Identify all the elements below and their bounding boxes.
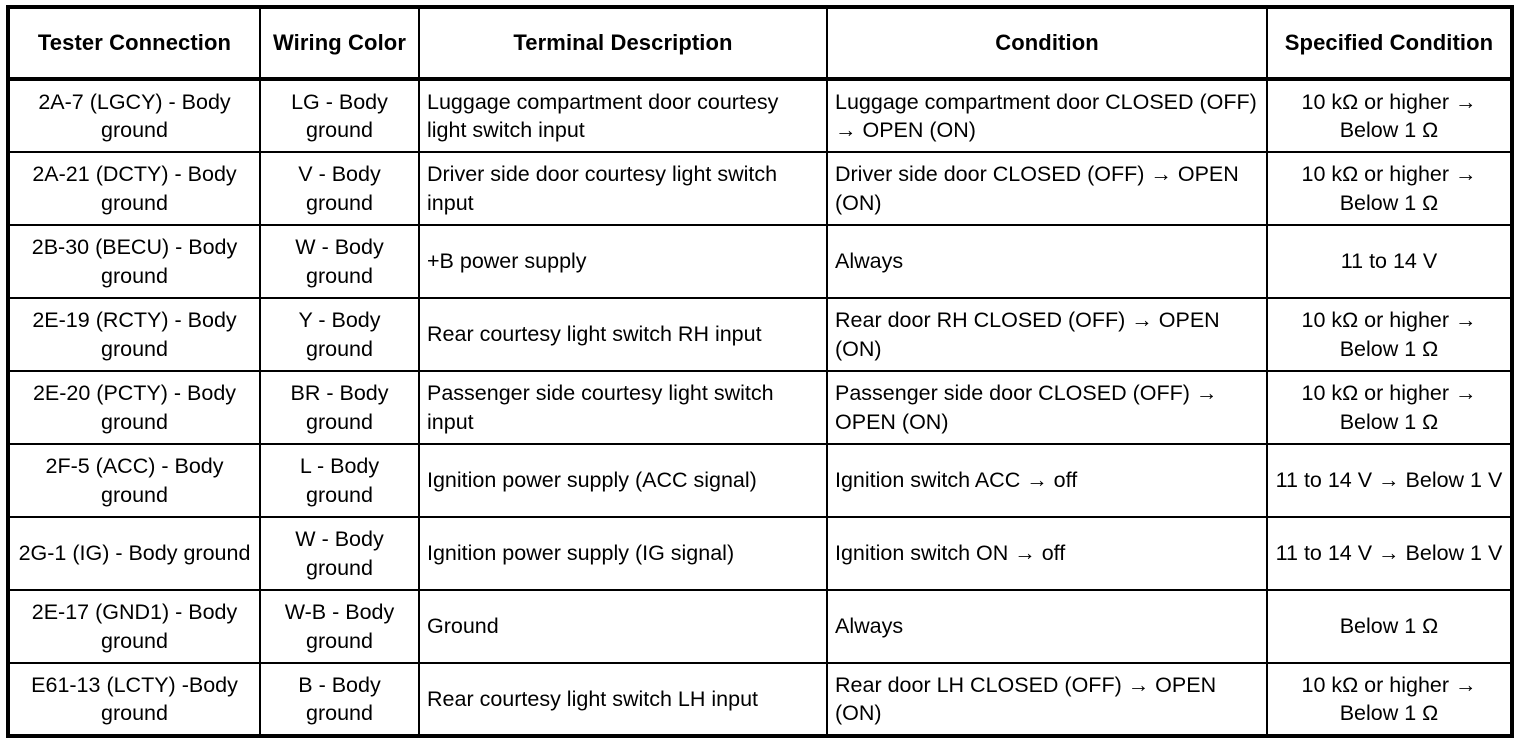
cell-condition: Ignition switch ON → off [826, 516, 1268, 591]
cell-terminal-description: Luggage compartment door courtesy light … [418, 78, 828, 153]
cell-condition: Always [826, 589, 1268, 664]
column-header-specified-condition: Specified Condition [1266, 6, 1513, 81]
cell-condition: Ignition switch ACC → off [826, 443, 1268, 518]
cell-condition: Driver side door CLOSED (OFF) → OPEN (ON… [826, 151, 1268, 226]
table-body: 2A-7 (LGCY) - Body ground LG - Body grou… [7, 78, 1513, 737]
cell-condition: Luggage compartment door CLOSED (OFF) → … [826, 78, 1268, 153]
table-row: 2E-19 (RCTY) - Body ground Y - Body grou… [7, 297, 1513, 372]
terminal-inspection-table: Tester Connection Wiring Color Terminal … [6, 5, 1514, 738]
header-row: Tester Connection Wiring Color Terminal … [7, 6, 1513, 81]
cell-specified-condition: 10 kΩ or higher → Below 1 Ω [1266, 78, 1513, 153]
cell-tester-connection: 2A-7 (LGCY) - Body ground [7, 78, 261, 153]
cell-specified-condition: 10 kΩ or higher → Below 1 Ω [1266, 297, 1513, 372]
cell-terminal-description: Passenger side courtesy light switch inp… [418, 370, 828, 445]
column-header-tester-connection: Tester Connection [7, 6, 261, 81]
cell-tester-connection: 2E-19 (RCTY) - Body ground [7, 297, 261, 372]
cell-condition: Always [826, 224, 1268, 299]
table-row: 2F-5 (ACC) - Body ground L - Body ground… [7, 443, 1513, 518]
cell-wiring-color: B - Body ground [259, 662, 420, 737]
cell-terminal-description: Rear courtesy light switch RH input [418, 297, 828, 372]
cell-terminal-description: Ignition power supply (ACC signal) [418, 443, 828, 518]
cell-terminal-description: Ground [418, 589, 828, 664]
column-header-wiring-color: Wiring Color [259, 6, 420, 81]
cell-tester-connection: 2E-20 (PCTY) - Body ground [7, 370, 261, 445]
cell-wiring-color: Y - Body ground [259, 297, 420, 372]
cell-specified-condition: 11 to 14 V → Below 1 V [1266, 516, 1513, 591]
cell-wiring-color: L - Body ground [259, 443, 420, 518]
table-row: 2E-17 (GND1) - Body ground W-B - Body gr… [7, 589, 1513, 664]
cell-wiring-color: W-B - Body ground [259, 589, 420, 664]
cell-condition: Rear door LH CLOSED (OFF) → OPEN (ON) [826, 662, 1268, 737]
cell-tester-connection: 2F-5 (ACC) - Body ground [7, 443, 261, 518]
table-sheet: Tester Connection Wiring Color Terminal … [0, 5, 1520, 741]
cell-terminal-description: Rear courtesy light switch LH input [418, 662, 828, 737]
cell-terminal-description: Ignition power supply (IG signal) [418, 516, 828, 591]
table-row: 2G-1 (IG) - Body ground W - Body ground … [7, 516, 1513, 591]
table-row: 2A-7 (LGCY) - Body ground LG - Body grou… [7, 78, 1513, 153]
cell-wiring-color: W - Body ground [259, 224, 420, 299]
cell-specified-condition: Below 1 Ω [1266, 589, 1513, 664]
cell-tester-connection: 2G-1 (IG) - Body ground [7, 516, 261, 591]
cell-condition: Passenger side door CLOSED (OFF) → OPEN … [826, 370, 1268, 445]
cell-tester-connection: E61-13 (LCTY) -Body ground [7, 662, 261, 737]
table-row: 2A-21 (DCTY) - Body ground V - Body grou… [7, 151, 1513, 226]
table-row: 2E-20 (PCTY) - Body ground BR - Body gro… [7, 370, 1513, 445]
cell-terminal-description: Driver side door courtesy light switch i… [418, 151, 828, 226]
cell-tester-connection: 2E-17 (GND1) - Body ground [7, 589, 261, 664]
column-header-terminal-description: Terminal Description [418, 6, 828, 81]
cell-wiring-color: V - Body ground [259, 151, 420, 226]
cell-specified-condition: 11 to 14 V → Below 1 V [1266, 443, 1513, 518]
cell-specified-condition: 10 kΩ or higher → Below 1 Ω [1266, 662, 1513, 737]
cell-specified-condition: 10 kΩ or higher → Below 1 Ω [1266, 151, 1513, 226]
cell-tester-connection: 2A-21 (DCTY) - Body ground [7, 151, 261, 226]
column-header-condition: Condition [826, 6, 1268, 81]
cell-wiring-color: W - Body ground [259, 516, 420, 591]
cell-condition: Rear door RH CLOSED (OFF) → OPEN (ON) [826, 297, 1268, 372]
cell-wiring-color: LG - Body ground [259, 78, 420, 153]
table-row: 2B-30 (BECU) - Body ground W - Body grou… [7, 224, 1513, 299]
cell-terminal-description: +B power supply [418, 224, 828, 299]
table-row: E61-13 (LCTY) -Body ground B - Body grou… [7, 662, 1513, 737]
cell-tester-connection: 2B-30 (BECU) - Body ground [7, 224, 261, 299]
cell-specified-condition: 11 to 14 V [1266, 224, 1513, 299]
cell-wiring-color: BR - Body ground [259, 370, 420, 445]
table-header: Tester Connection Wiring Color Terminal … [7, 6, 1513, 81]
cell-specified-condition: 10 kΩ or higher → Below 1 Ω [1266, 370, 1513, 445]
